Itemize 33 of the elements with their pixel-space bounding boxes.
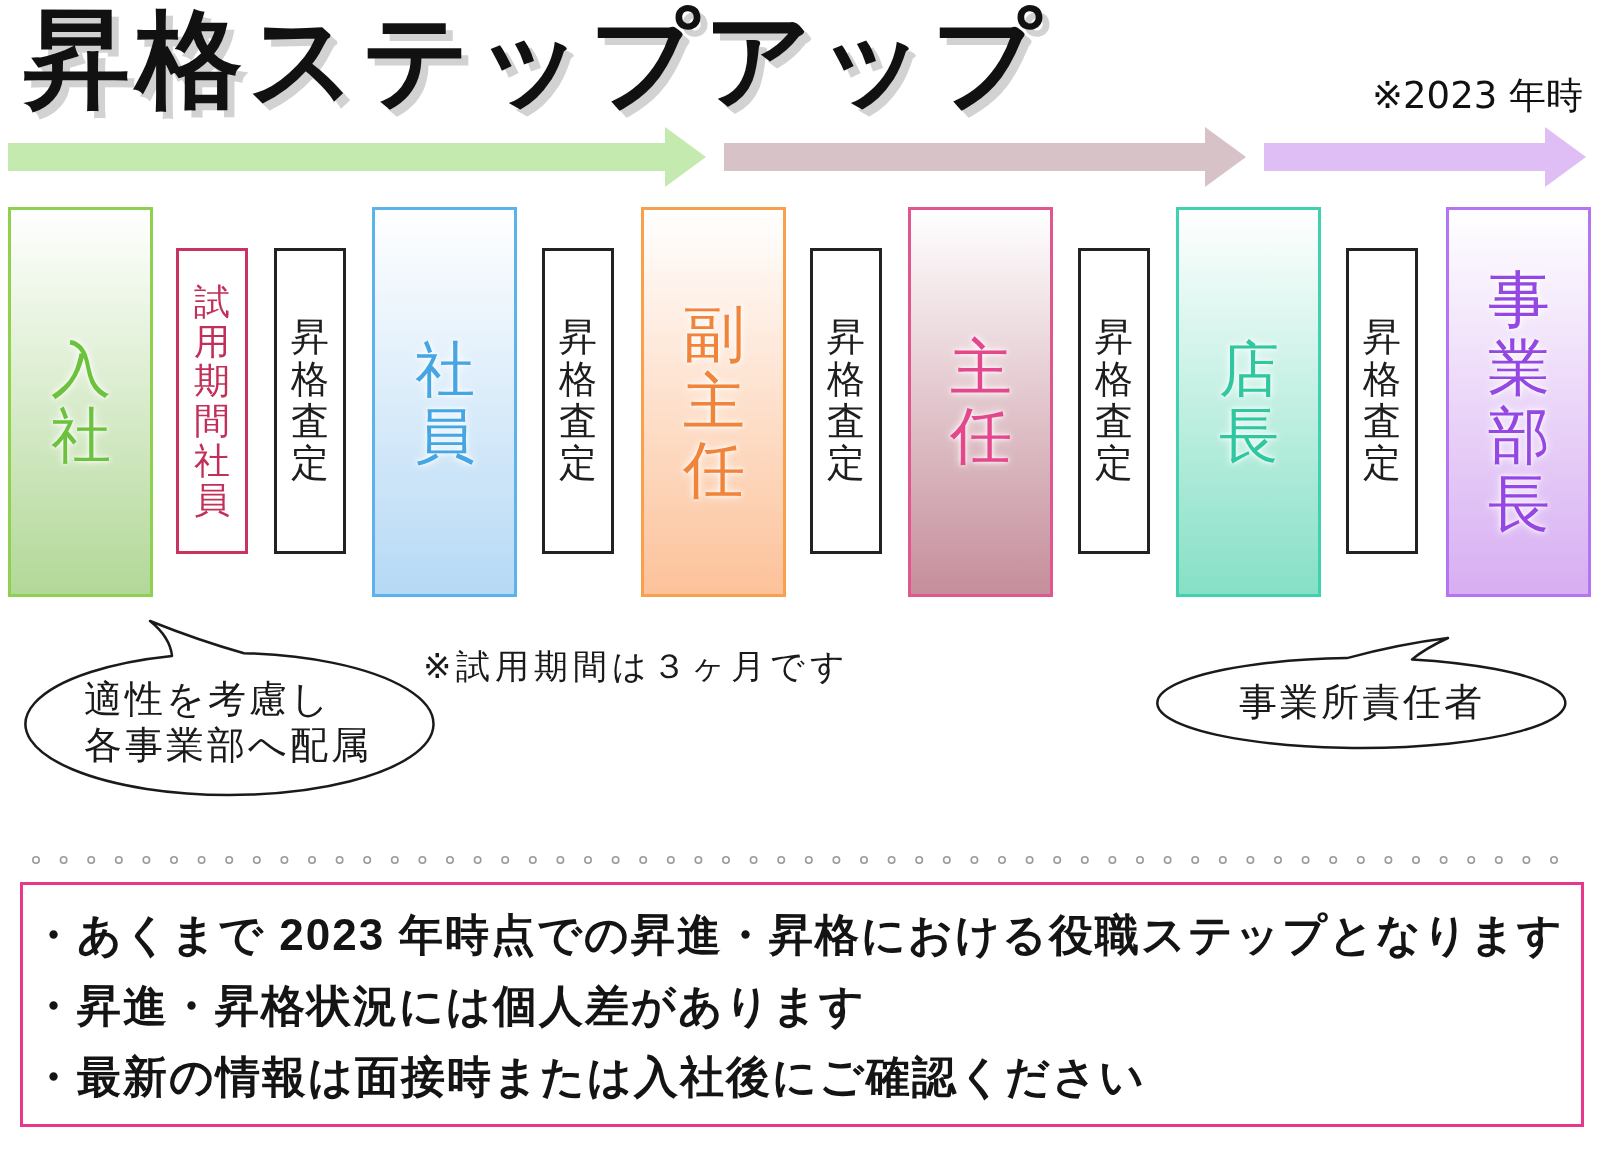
trial-period-label: 試用期間社員 <box>194 282 230 520</box>
promotion-review-label: 昇格査定 <box>291 317 329 485</box>
position-label: 社員 <box>414 336 475 468</box>
position-box <box>1176 207 1321 597</box>
bubble-text: 適性を考慮し各事業部へ配属 <box>84 677 373 769</box>
note-text: ・最新の情報は面接時または入社後にご確認ください <box>31 1051 1146 1103</box>
note-box <box>20 882 1584 1127</box>
position-box <box>908 207 1053 597</box>
promotion-review-box <box>810 248 882 554</box>
promotion-review-label: 昇格査定 <box>559 317 597 485</box>
note-text: ・昇進・昇格状況には個人差があります <box>31 980 866 1032</box>
position-box <box>8 207 153 597</box>
promotion-review-box <box>1346 248 1418 554</box>
page-title: 昇格ステップアップ <box>24 0 1046 120</box>
promotion-review-label: 昇格査定 <box>1095 317 1133 485</box>
position-label: 店長 <box>1218 336 1279 468</box>
promotion-review-box <box>1078 248 1150 554</box>
position-label: 副主任 <box>682 299 745 505</box>
position-label: 入社 <box>50 336 111 468</box>
bubble-text: 事業所責任者 <box>1238 680 1486 726</box>
promotion-review-label: 昇格査定 <box>827 317 865 485</box>
position-box <box>372 207 517 597</box>
promotion-review-label: 昇格査定 <box>1363 317 1401 485</box>
footnote-text: ※試用期間は３ヶ月です <box>423 645 851 688</box>
position-box <box>1446 207 1591 597</box>
position-box <box>641 207 786 597</box>
position-label: 主任 <box>949 333 1012 471</box>
promotion-review-box <box>274 248 346 554</box>
year-note: ※2023 年時 <box>1372 74 1583 118</box>
position-label: 事業部長 <box>1487 265 1550 539</box>
note-text: ・あくまで 2023 年時点での昇進・昇格における役職ステップとなります <box>31 909 1565 961</box>
trial-period-box <box>176 248 248 554</box>
promotion-review-box <box>542 248 614 554</box>
